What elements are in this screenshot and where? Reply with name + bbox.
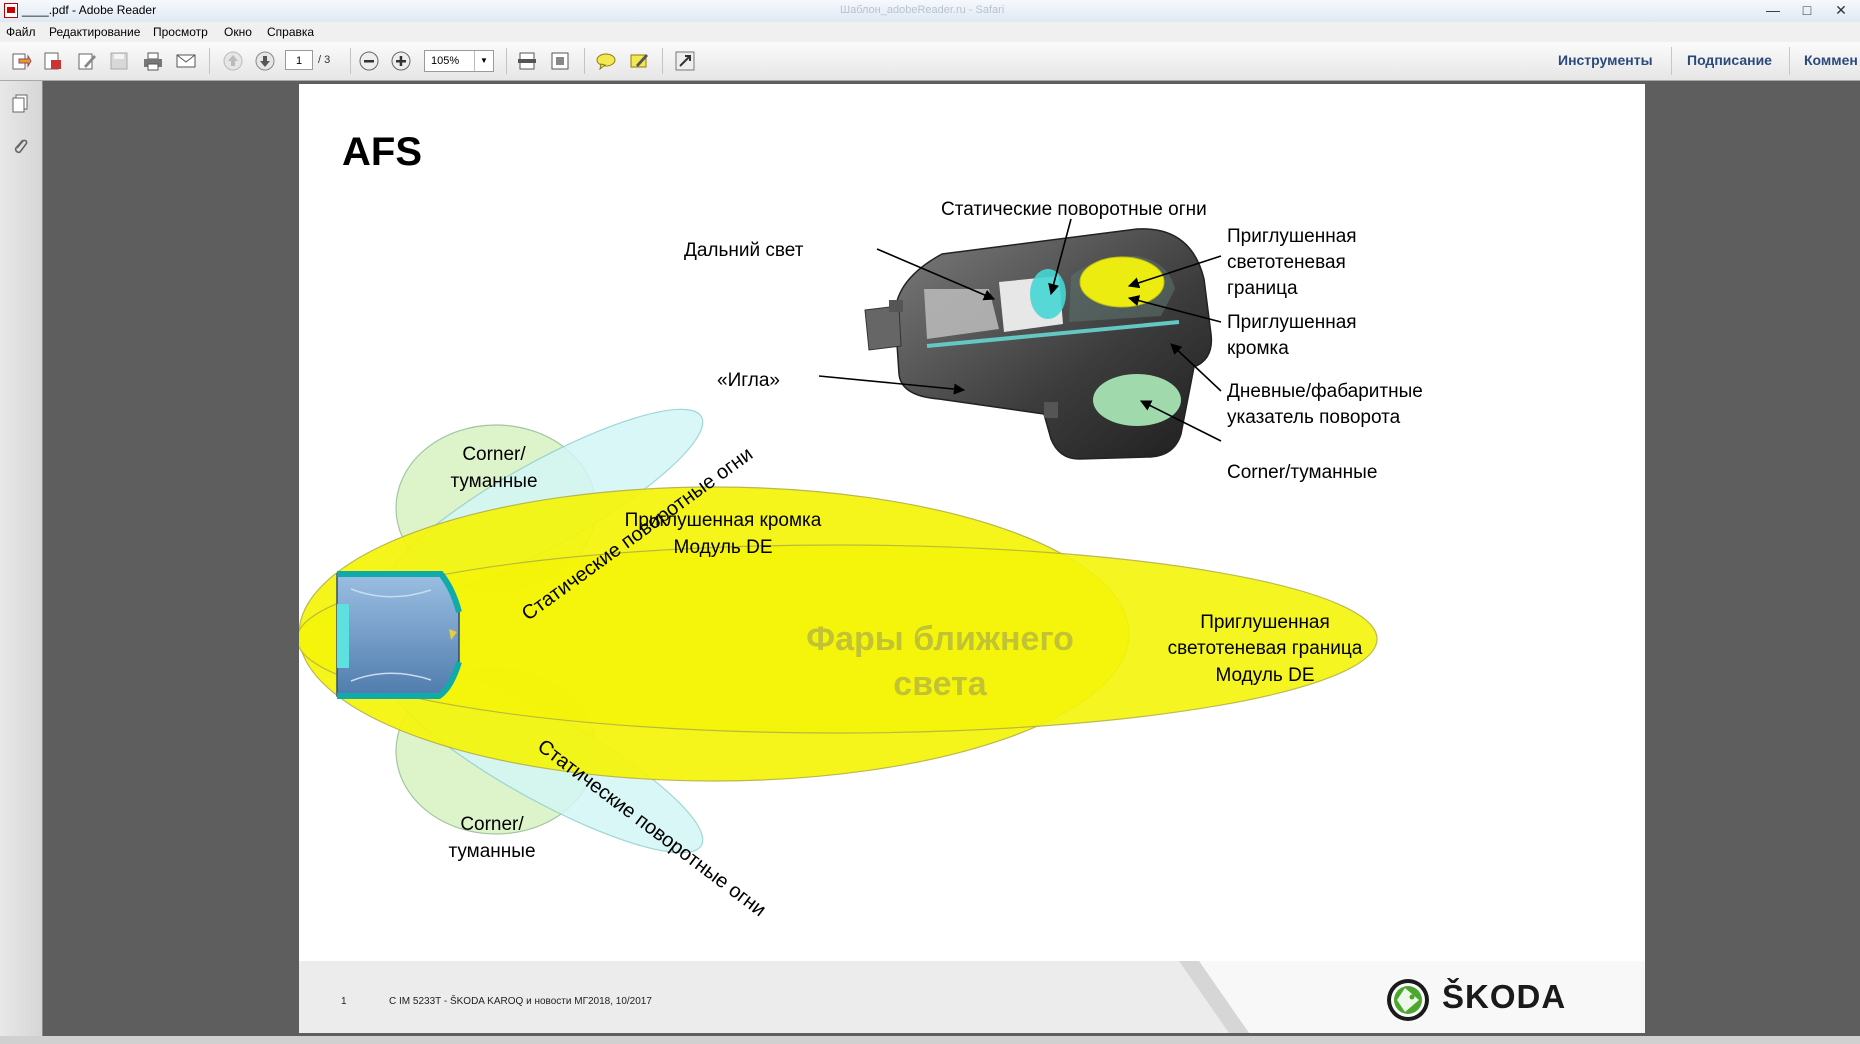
menu-window[interactable]: Окно: [224, 25, 252, 39]
label-dimmed-edge-1: Приглушенная: [1227, 312, 1357, 333]
label-dimmed-cutoff-2: светотеневая: [1227, 252, 1346, 273]
label-dimmed-cutoff-1: Приглушенная: [1227, 226, 1357, 247]
arrow-static-turn: [1048, 218, 1072, 296]
beam-label-low-beam-1: Фары ближнего: [806, 620, 1074, 658]
dimmed-cutoff-beam: [299, 544, 1378, 734]
beam-label-corner-top-2: туманные: [450, 471, 537, 492]
fit-page-icon[interactable]: [549, 50, 571, 72]
beam-pattern: [299, 408, 1378, 854]
beam-label-corner-bottom-1: Corner/: [460, 814, 524, 835]
zoom-in-icon[interactable]: [390, 50, 412, 72]
comment-icon[interactable]: [595, 50, 617, 72]
edit-icon[interactable]: [76, 50, 98, 72]
beam-label-cutoff-module-2: светотеневая граница: [1168, 638, 1363, 659]
navigation-pane: [0, 81, 43, 1044]
save-icon[interactable]: [108, 50, 130, 72]
tools-panel-link[interactable]: Инструменты: [1558, 52, 1653, 68]
prev-page-icon[interactable]: [222, 50, 244, 72]
menu-edit[interactable]: Редактирование: [49, 25, 141, 39]
arrow-needle: [818, 375, 966, 395]
beam-label-cutoff-module-3: Модуль DE: [1215, 665, 1314, 686]
beam-label-edge-module-1: Приглушенная кромка: [625, 510, 822, 531]
highlight-icon[interactable]: [628, 50, 650, 72]
label-static-turn: Статические поворотные огни: [941, 199, 1207, 220]
footer-page-number: 1: [341, 996, 347, 1007]
window-title: ____.pdf - Adobe Reader: [22, 3, 157, 17]
page-thumbnails-icon[interactable]: [9, 93, 31, 115]
label-drl-1: Дневные/фабаритные: [1227, 381, 1423, 402]
afs-diagram: Статические поворотные огни Дальний свет…: [299, 199, 1645, 1033]
car-front: [336, 571, 462, 699]
beam-label-corner-top-1: Corner/: [462, 444, 526, 465]
sign-panel-link[interactable]: Подписание: [1687, 52, 1772, 68]
email-icon[interactable]: [175, 50, 197, 72]
close-button[interactable]: ✕: [1835, 2, 1847, 18]
maximize-button[interactable]: □: [1802, 2, 1812, 18]
menu-view[interactable]: Просмотр: [153, 25, 208, 39]
beam-label-cutoff-module-1: Приглушенная: [1200, 612, 1330, 633]
create-pdf-icon[interactable]: [42, 50, 64, 72]
toolbar: 1 / 3 105% ▼ Инструменты Подписание Комме…: [0, 42, 1860, 81]
slide-footer: [299, 961, 1645, 1033]
zoom-out-icon[interactable]: [358, 50, 380, 72]
label-dimmed-edge-2: кромка: [1227, 338, 1289, 359]
print-icon[interactable]: [142, 50, 164, 72]
beam-label-edge-module-2: Модуль DE: [673, 537, 772, 558]
arrow-dimmed-cutoff: [1127, 255, 1222, 289]
headlamp-unit: [864, 228, 1213, 460]
arrow-drl: [1170, 343, 1222, 392]
arrow-corner-fog: [1139, 400, 1222, 442]
expand-icon[interactable]: [674, 50, 696, 72]
title-bar: ____.pdf - Adobe Reader Шаблон_adobeRead…: [0, 0, 1860, 23]
skoda-logo-icon: [1387, 979, 1429, 1021]
arrow-high-beam: [876, 248, 996, 301]
label-high-beam: Дальний свет: [684, 240, 804, 261]
zoom-value: 105%: [431, 55, 460, 67]
pdf-page: AFS: [299, 84, 1645, 1033]
beam-label-corner-bottom-2: туманные: [448, 841, 535, 862]
label-drl-2: указатель поворота: [1227, 407, 1401, 428]
menu-help[interactable]: Справка: [267, 25, 315, 39]
window-title-ghost: Шаблон_adobeReader.ru - Safari: [840, 4, 1005, 16]
page-number-input[interactable]: 1: [285, 50, 313, 70]
page-total: / 3: [318, 54, 331, 66]
zoom-select[interactable]: 105% ▼: [424, 50, 494, 72]
footer-text: С IM 5233T - ŠKODA KAROQ и новости МГ201…: [389, 996, 652, 1007]
open-file-icon[interactable]: [10, 50, 32, 72]
menu-bar: Файл Редактирование Просмотр Окно Справк…: [0, 22, 1860, 42]
callout-arrows: [818, 218, 1222, 442]
fit-width-icon[interactable]: [516, 50, 538, 72]
minimize-button[interactable]: —: [1766, 2, 1780, 18]
arrow-dimmed-edge: [1127, 295, 1222, 323]
skoda-wordmark: ŠKODA: [1442, 978, 1567, 1015]
beam-label-low-beam-2: света: [893, 665, 987, 703]
menu-file[interactable]: Файл: [6, 25, 36, 39]
label-dimmed-cutoff-3: граница: [1227, 278, 1298, 299]
attachments-icon[interactable]: [9, 135, 31, 157]
next-page-icon[interactable]: [254, 50, 276, 72]
label-needle: «Игла»: [717, 370, 780, 391]
status-bar: [0, 1036, 1860, 1044]
dropdown-arrow-icon[interactable]: ▼: [474, 51, 493, 71]
slide-title: AFS: [342, 130, 422, 174]
pdf-file-icon: [4, 3, 18, 18]
label-corner-fog: Corner/туманные: [1227, 462, 1377, 483]
comment-panel-link[interactable]: Коммен: [1804, 52, 1858, 68]
